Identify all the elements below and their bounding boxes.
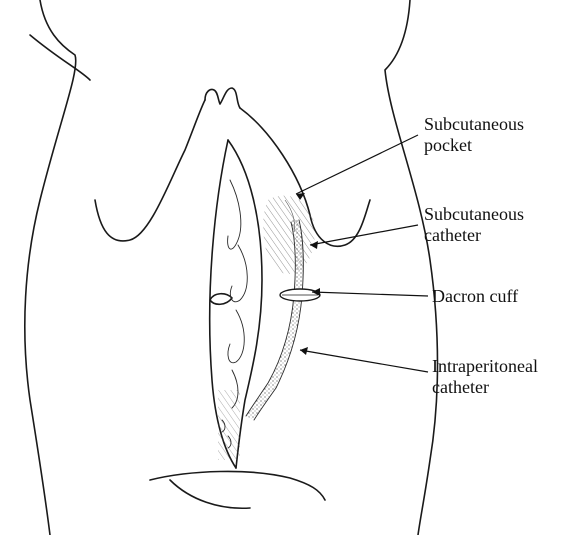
dacron-cuff	[280, 289, 320, 301]
leader-dacron-cuff	[312, 292, 428, 296]
label-intraperitoneal-catheter: Intraperitoneal catheter	[432, 356, 538, 398]
label-subcutaneous-catheter: Subcutaneous catheter	[424, 204, 524, 246]
arrowhead-intraperitoneal-catheter	[300, 347, 308, 355]
label-subcutaneous-pocket: Subcutaneous pocket	[424, 114, 524, 156]
leader-lines	[296, 135, 428, 372]
leader-pocket	[296, 135, 418, 194]
subcutaneous-pocket	[263, 196, 314, 274]
leader-subcutaneous-catheter	[310, 225, 418, 245]
leader-intraperitoneal-catheter	[300, 350, 428, 372]
label-dacron-cuff: Dacron cuff	[432, 286, 518, 307]
